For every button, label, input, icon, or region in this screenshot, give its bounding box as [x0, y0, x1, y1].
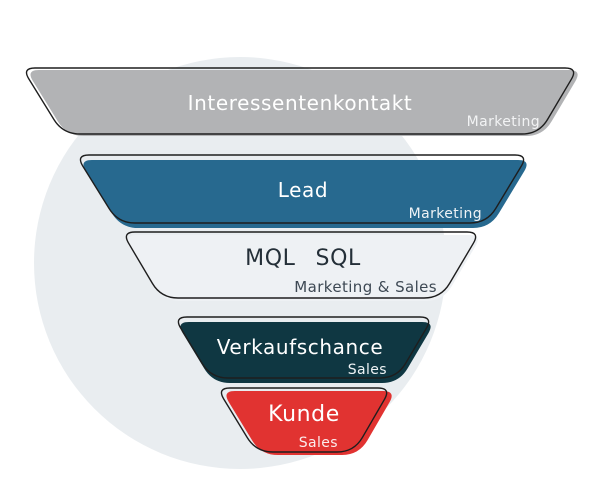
stage-sublabel-lead: Marketing — [408, 206, 482, 222]
stage-fill-mql-sql — [128, 235, 478, 301]
stage-label-interessentenkontakt: Interessentenkontakt — [187, 91, 413, 115]
stage-label-lead: Lead — [277, 178, 329, 202]
stage-shape-interessentenkontakt — [25, 67, 578, 136]
stage-outline-verkaufschance — [177, 316, 430, 379]
stage-fill-lead — [83, 160, 527, 228]
stage-shape-mql-sql — [125, 231, 478, 301]
stage-label-sql: SQL — [315, 246, 361, 271]
stage-label-mql-sql: MQL SQL — [103, 246, 503, 272]
stage-outline-mql-sql — [125, 231, 477, 299]
stage-shape-kunde — [220, 387, 392, 455]
stage-fill-verkaufschance — [180, 322, 431, 383]
stage-sublabel-kunde: Sales — [298, 435, 338, 451]
stage-shape-verkaufschance — [177, 316, 431, 383]
stage-sublabel-interessentenkontakt: Marketing — [466, 114, 540, 130]
stage-fill-kunde — [226, 391, 392, 455]
stage-sublabel-mql-sql: Marketing & Sales — [294, 278, 437, 296]
stage-outline-lead — [79, 154, 525, 224]
stage-outline-kunde — [220, 387, 388, 453]
stage-shape-lead — [79, 154, 527, 228]
stage-outline-interessentenkontakt — [25, 67, 575, 135]
stage-label-verkaufschance: Verkaufschance — [216, 335, 384, 359]
stage-sublabel-verkaufschance: Sales — [347, 362, 387, 378]
stage-label-mql: MQL — [245, 246, 296, 271]
stage-label-kunde: Kunde — [268, 402, 340, 427]
stage-fill-interessentenkontakt — [30, 70, 578, 136]
